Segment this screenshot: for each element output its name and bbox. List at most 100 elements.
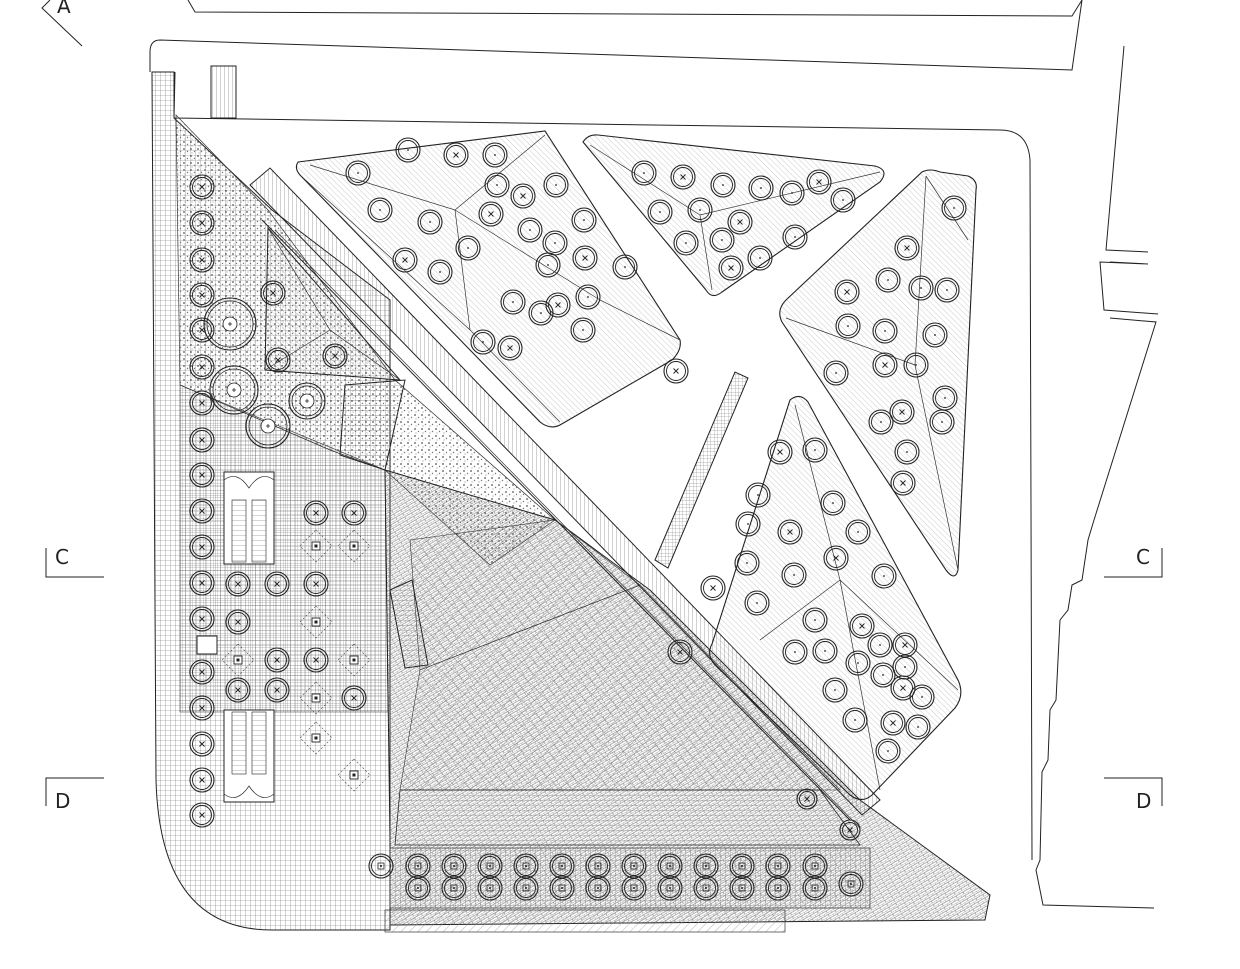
row-tree bbox=[585, 875, 611, 901]
feature-tree bbox=[209, 365, 259, 415]
escalator-north bbox=[223, 471, 275, 565]
tree bbox=[535, 252, 561, 278]
tree bbox=[189, 659, 215, 685]
feature-tree bbox=[288, 382, 326, 420]
tree bbox=[823, 545, 849, 571]
tree bbox=[341, 685, 367, 711]
highlight-tree bbox=[796, 788, 818, 810]
tree bbox=[303, 647, 329, 673]
tree bbox=[747, 245, 773, 271]
tree bbox=[189, 354, 215, 380]
row-tree bbox=[405, 875, 431, 901]
tree bbox=[545, 292, 571, 318]
tree bbox=[890, 470, 916, 496]
tree bbox=[908, 275, 934, 301]
tree bbox=[670, 164, 696, 190]
tree bbox=[575, 284, 601, 310]
tree bbox=[543, 172, 569, 198]
section-label-d-left: D bbox=[55, 789, 70, 813]
section-marker-d-left: D bbox=[45, 777, 104, 813]
tree bbox=[189, 498, 215, 524]
tree bbox=[782, 639, 808, 665]
row-tree bbox=[802, 875, 828, 901]
section-label-a: A bbox=[57, 0, 71, 18]
tree bbox=[260, 280, 286, 306]
tree bbox=[802, 437, 828, 463]
tree bbox=[835, 313, 861, 339]
tree bbox=[225, 609, 251, 635]
tree bbox=[265, 347, 291, 373]
tree bbox=[663, 358, 689, 384]
tree bbox=[667, 639, 693, 665]
tree bbox=[189, 570, 215, 596]
tree bbox=[903, 352, 929, 378]
stair-grating bbox=[210, 65, 237, 119]
stair-west-1 bbox=[339, 379, 406, 471]
highlight-trees bbox=[796, 788, 861, 841]
tree bbox=[849, 613, 875, 639]
tree bbox=[341, 500, 367, 526]
tree bbox=[189, 174, 215, 200]
bed-trees bbox=[345, 137, 967, 764]
tree bbox=[189, 695, 215, 721]
tree bbox=[845, 519, 871, 545]
tree bbox=[802, 607, 828, 633]
tree bbox=[871, 563, 897, 589]
tree bbox=[470, 329, 496, 355]
tree bbox=[929, 409, 955, 435]
tree bbox=[264, 571, 290, 597]
row-tree bbox=[621, 853, 647, 879]
tree bbox=[822, 677, 848, 703]
planting-bed-east bbox=[779, 169, 977, 577]
tree bbox=[872, 318, 898, 344]
tree bbox=[748, 175, 774, 201]
tree bbox=[510, 183, 536, 209]
tree bbox=[782, 224, 808, 250]
kiosk bbox=[196, 635, 218, 655]
tree bbox=[392, 247, 418, 273]
feature-trees bbox=[203, 297, 326, 449]
row-tree bbox=[838, 871, 864, 897]
row-tree bbox=[729, 875, 755, 901]
planter bbox=[299, 681, 333, 715]
section-label-c-right: C bbox=[1136, 545, 1150, 569]
tree bbox=[845, 650, 871, 676]
tree bbox=[834, 279, 860, 305]
tree bbox=[189, 427, 215, 453]
tree bbox=[264, 647, 290, 673]
planter bbox=[337, 758, 371, 792]
tree bbox=[367, 197, 393, 223]
tree bbox=[905, 714, 931, 740]
tree bbox=[890, 675, 916, 701]
planters bbox=[221, 529, 371, 792]
tree bbox=[443, 142, 469, 168]
tree bbox=[189, 802, 215, 828]
tree bbox=[395, 137, 421, 163]
tree bbox=[517, 217, 543, 243]
row-tree bbox=[621, 875, 647, 901]
tree bbox=[830, 187, 856, 213]
tree bbox=[189, 534, 215, 560]
planter bbox=[299, 605, 333, 639]
tree bbox=[820, 490, 846, 516]
tree bbox=[889, 399, 915, 425]
tree bbox=[631, 160, 657, 186]
tree bbox=[189, 210, 215, 236]
tree bbox=[225, 677, 251, 703]
tree bbox=[710, 172, 736, 198]
tree bbox=[189, 731, 215, 757]
tree bbox=[572, 245, 598, 271]
tree bbox=[727, 209, 753, 235]
row-tree bbox=[765, 875, 791, 901]
secondary-ramp bbox=[654, 371, 749, 569]
tree bbox=[735, 511, 761, 537]
section-marker-c-right: C bbox=[1104, 545, 1163, 578]
tree bbox=[894, 439, 920, 465]
tree bbox=[767, 439, 793, 465]
escalator-south bbox=[223, 709, 275, 803]
tree bbox=[571, 207, 597, 233]
tree bbox=[303, 571, 329, 597]
tree bbox=[812, 638, 838, 664]
planter bbox=[337, 529, 371, 563]
